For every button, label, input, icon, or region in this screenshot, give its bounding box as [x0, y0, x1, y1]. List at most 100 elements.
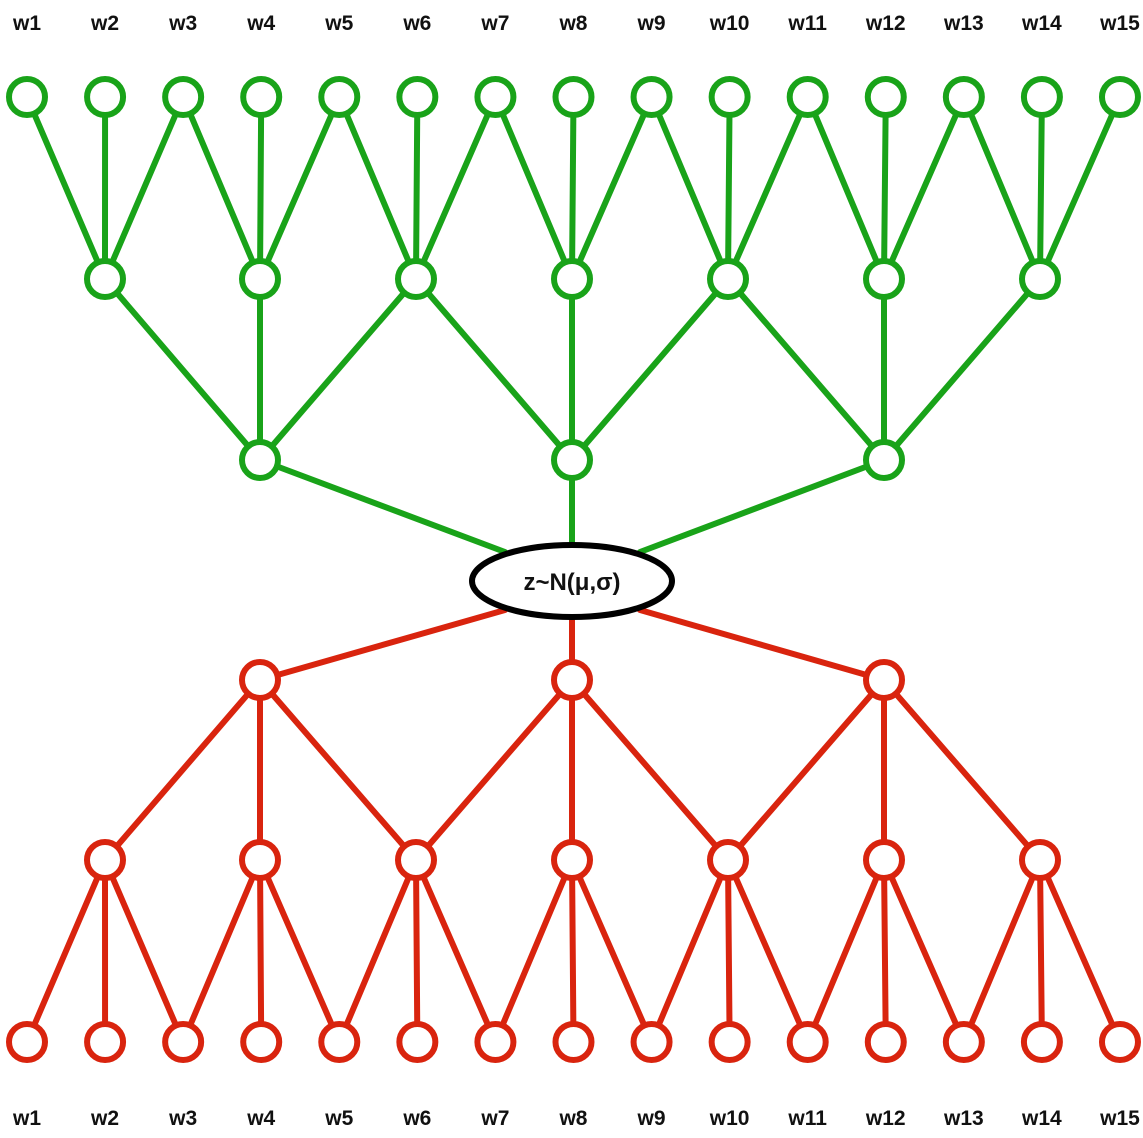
encoder-leaf-node [1020, 76, 1063, 118]
encoder-leaf-node [84, 76, 127, 118]
encoder-edge [413, 94, 499, 282]
top-word-label: w11 [787, 12, 827, 35]
latent-node: z~N(μ,σ) [469, 542, 675, 620]
encoder-leaf-node [786, 76, 829, 118]
decoder-top-node [551, 659, 593, 701]
decoder-edge [413, 857, 499, 1045]
decoder-edge [1037, 857, 1123, 1045]
encoder-leaf-node [708, 76, 751, 118]
decoder-edge [180, 857, 263, 1045]
decoder-edge [257, 677, 419, 863]
top-word-label: w1 [12, 12, 41, 35]
decoder-mid-node [239, 839, 281, 881]
encoder-leaf-node [864, 76, 907, 118]
encoder-edge [648, 94, 731, 282]
encoder-edge [725, 276, 887, 463]
encoder-edge [881, 94, 967, 282]
decoder-leaf-node [1098, 1021, 1141, 1063]
encoder-edge [492, 94, 575, 282]
encoder-edge [725, 94, 733, 282]
encoder-edge [1037, 94, 1045, 282]
decoder-top-node [239, 659, 281, 701]
encoder-leaf-node [474, 76, 517, 118]
decoder-leaf-node [84, 1021, 127, 1063]
bottom-word-label: w6 [402, 1107, 431, 1130]
encoder-edge [257, 457, 508, 555]
top-word-label: w12 [865, 12, 906, 35]
top-word-label: w8 [558, 12, 587, 35]
decoder-leaf-node [162, 1021, 205, 1063]
bottom-word-label: w10 [709, 1107, 750, 1130]
encoder-mid-node [395, 258, 437, 300]
bottom-word-label: w15 [1099, 1107, 1140, 1130]
encoder-mid-node [1019, 258, 1061, 300]
bottom-word-label: w12 [865, 1107, 906, 1130]
decoder-leaf-node [6, 1021, 48, 1063]
encoder-mid-node [239, 258, 281, 300]
decoder-leaf-node [318, 1021, 361, 1063]
encoder-edge [881, 276, 1043, 463]
decoder-mid-node [1019, 839, 1061, 881]
bottom-word-label: w3 [168, 1107, 197, 1130]
encoder-mid-node [863, 258, 905, 300]
bottom-word-label: w11 [787, 1107, 827, 1130]
encoder-edge [180, 94, 263, 282]
encoder-edge [725, 94, 811, 282]
decoder-edge [569, 857, 655, 1045]
bottom-word-label: w8 [558, 1107, 587, 1130]
decoder-edge [725, 857, 811, 1045]
decoder-leaf-node [396, 1021, 439, 1063]
encoder-edge [257, 94, 265, 282]
encoder-edge [257, 276, 419, 463]
decoder-leaf-node [552, 1021, 595, 1063]
encoder-leaf-node [942, 76, 985, 118]
top-word-label: w6 [402, 12, 431, 35]
encoder-leaf-node [552, 76, 595, 118]
encoder-leaf-node [6, 76, 48, 118]
encoder-edge [336, 94, 419, 282]
bottom-word-label: w7 [480, 1107, 509, 1130]
decoder-edge [881, 677, 1043, 863]
bottom-word-label: w5 [324, 1107, 353, 1130]
top-word-label: w15 [1099, 12, 1140, 35]
decoder-leaf-node [942, 1021, 985, 1063]
decoder-edge [881, 857, 967, 1045]
top-word-label: w4 [246, 12, 275, 35]
decoder-nodes [6, 659, 1141, 1063]
bottom-word-label: w13 [943, 1107, 984, 1130]
encoder-edge [960, 94, 1043, 282]
encoder-edge [102, 94, 187, 282]
encoder-edge [1037, 94, 1123, 282]
encoder-edge [804, 94, 887, 282]
decoder-mid-node [863, 839, 905, 881]
decoder-leaf-node [240, 1021, 283, 1063]
encoder-leaf-node [162, 76, 205, 118]
decoder-mid-node [84, 839, 126, 881]
decoder-edges [24, 607, 1123, 1045]
bottom-word-label: w14 [1021, 1107, 1062, 1130]
decoder-edge [413, 677, 575, 863]
encoder-mid-node [84, 258, 126, 300]
encoder-top-node [239, 439, 281, 481]
decoder-top-node [863, 659, 905, 701]
top-word-label: w9 [637, 12, 666, 35]
latent-label: z~N(μ,σ) [523, 569, 620, 596]
top-word-label: w14 [1021, 12, 1062, 35]
decoder-edge [257, 857, 265, 1045]
decoder-edge [1037, 857, 1045, 1045]
encoder-top-node [863, 439, 905, 481]
decoder-edge [569, 677, 731, 863]
encoder-edge [881, 94, 889, 282]
decoder-edge [881, 857, 889, 1045]
decoder-leaf-node [708, 1021, 751, 1063]
decoder-leaf-node [1020, 1021, 1063, 1063]
decoder-mid-node [707, 839, 749, 881]
decoder-leaf-node [630, 1021, 673, 1063]
decoder-edge [725, 677, 887, 863]
encoder-edge [569, 94, 655, 282]
top-word-label: w13 [943, 12, 984, 35]
encoder-edge [257, 94, 343, 282]
decoder-edge [569, 857, 577, 1045]
latent-ellipse [469, 542, 675, 620]
